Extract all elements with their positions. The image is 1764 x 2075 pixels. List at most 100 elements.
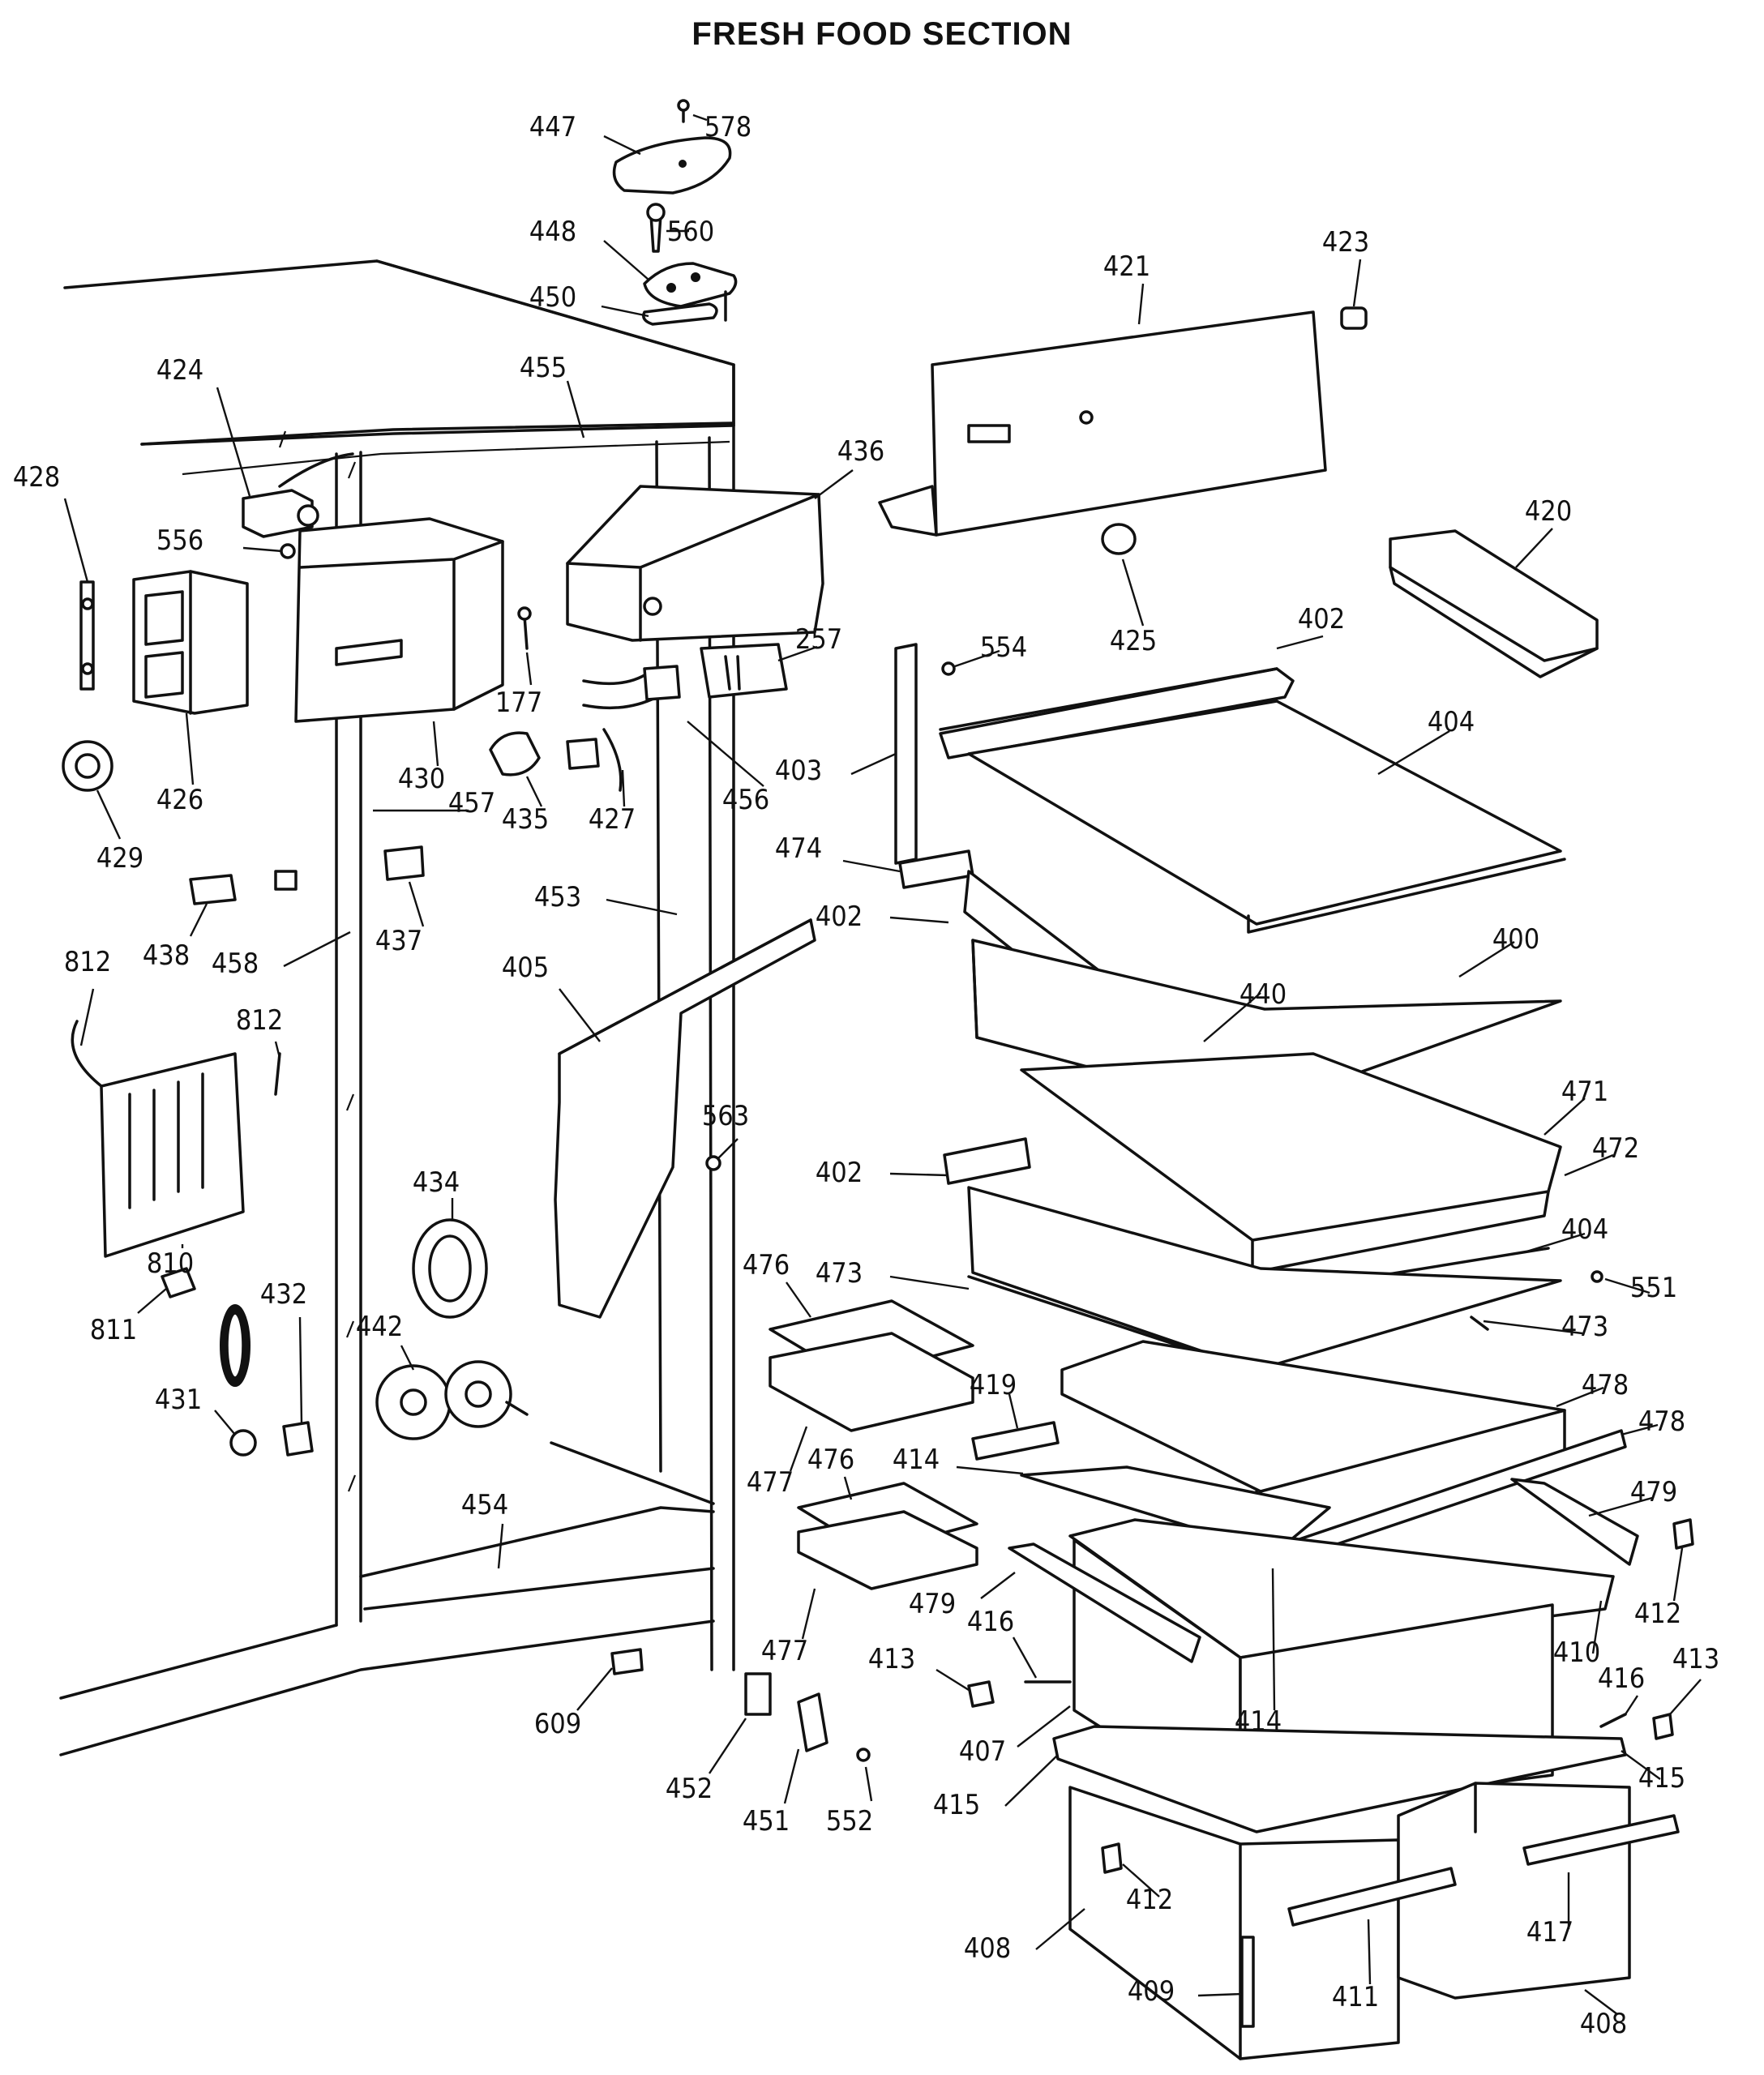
leader-line-451 xyxy=(783,1748,800,1804)
part-609-clip xyxy=(610,1648,644,1675)
callout-416: 416 xyxy=(967,1606,1014,1638)
leader-line-402 xyxy=(1276,635,1324,650)
leader-line-257 xyxy=(777,645,818,662)
callout-412: 412 xyxy=(1634,1598,1681,1630)
leader-line-554 xyxy=(954,649,1000,668)
leader-line-454 xyxy=(497,1523,504,1569)
part-409-label xyxy=(1240,1936,1255,2028)
leader-line-476 xyxy=(843,1476,853,1500)
part-402-shelf-rail-top xyxy=(939,667,1278,731)
callout-426: 426 xyxy=(156,784,203,816)
leader-line-403 xyxy=(850,752,897,776)
callout-413: 413 xyxy=(868,1643,915,1675)
callout-415: 415 xyxy=(933,1789,980,1821)
callout-419: 419 xyxy=(970,1369,1017,1401)
callout-402: 402 xyxy=(1298,603,1345,635)
callout-442: 442 xyxy=(356,1311,403,1343)
leader-line-414 xyxy=(1271,1568,1276,1711)
callout-438: 438 xyxy=(143,939,190,972)
part-554-screw xyxy=(941,661,956,676)
leader-line-578 xyxy=(692,113,708,122)
leader-line-473 xyxy=(889,1275,970,1290)
part-435-connector xyxy=(489,731,541,777)
leader-line-400 xyxy=(1458,940,1515,978)
leader-line-478 xyxy=(1556,1386,1604,1408)
callout-556: 556 xyxy=(156,524,203,557)
callout-430: 430 xyxy=(398,763,445,795)
callout-455: 455 xyxy=(520,352,567,384)
part-552-screw xyxy=(856,1748,871,1762)
leader-line-458 xyxy=(283,931,351,968)
part-438-light-switch xyxy=(189,874,237,905)
part-811-thermostat xyxy=(161,1267,196,1298)
leader-line-479 xyxy=(980,1572,1016,1599)
callout-407: 407 xyxy=(959,1735,1006,1768)
leader-line-404 xyxy=(1523,1232,1586,1254)
callout-405: 405 xyxy=(502,952,549,984)
leader-line-402 xyxy=(889,916,949,924)
callout-477: 477 xyxy=(747,1466,794,1499)
part-434-light-shield xyxy=(412,1218,488,1319)
callout-440: 440 xyxy=(1240,978,1287,1011)
callout-403: 403 xyxy=(775,755,822,787)
callout-474: 474 xyxy=(775,832,822,865)
leader-line-411 xyxy=(1367,1919,1372,1985)
part-431-bushing xyxy=(229,1429,257,1457)
callout-476: 476 xyxy=(807,1444,854,1476)
part-442-control-assembly xyxy=(375,1360,529,1440)
part-412-bracket-right xyxy=(1672,1518,1694,1550)
part-419-rail xyxy=(971,1421,1060,1461)
part-563-screw xyxy=(705,1155,721,1171)
part-404-shelf-lower xyxy=(967,1186,1562,1371)
leader-line-552 xyxy=(864,1766,873,1802)
part-560-screw xyxy=(646,203,666,253)
callout-414: 414 xyxy=(1235,1705,1282,1738)
callout-810: 810 xyxy=(147,1247,194,1280)
leader-line-408 xyxy=(1035,1908,1085,1950)
callout-450: 450 xyxy=(529,281,576,314)
part-421-control-panel xyxy=(878,310,1327,537)
leader-line-472 xyxy=(1564,1153,1614,1177)
callout-454: 454 xyxy=(461,1489,508,1521)
part-408-drawer-left xyxy=(1068,1786,1400,2060)
leader-line-428 xyxy=(63,498,89,583)
leader-line-436 xyxy=(814,469,854,499)
callout-413: 413 xyxy=(1672,1643,1719,1675)
callout-452: 452 xyxy=(666,1773,713,1805)
part-452-plate xyxy=(744,1672,772,1716)
callout-412: 412 xyxy=(1126,1884,1173,1916)
cabinet-liner xyxy=(59,259,735,1756)
leader-line-419 xyxy=(1008,1393,1019,1429)
callout-478: 478 xyxy=(1638,1405,1685,1438)
leader-line-471 xyxy=(1544,1097,1586,1136)
leader-line-407 xyxy=(1017,1705,1071,1748)
part-477-tray-upper xyxy=(769,1332,974,1432)
part-479-slide-left xyxy=(1008,1542,1201,1663)
part-429-knob xyxy=(62,740,113,792)
leader-line-447 xyxy=(603,135,641,156)
leader-line-438 xyxy=(189,903,208,937)
part-177-screw xyxy=(517,606,532,650)
callout-423: 423 xyxy=(1322,226,1369,259)
leader-line-811 xyxy=(137,1288,167,1314)
callout-812: 812 xyxy=(236,1004,283,1037)
leader-line-404 xyxy=(1377,729,1450,776)
callout-431: 431 xyxy=(155,1384,202,1416)
callout-477: 477 xyxy=(761,1635,808,1667)
leader-line-450 xyxy=(601,305,649,318)
part-424-damper-motor xyxy=(242,452,354,538)
part-413-bracket-left xyxy=(967,1680,995,1708)
leader-line-415 xyxy=(1004,1754,1059,1807)
callout-448: 448 xyxy=(529,216,576,248)
callout-447: 447 xyxy=(529,111,576,143)
callout-404: 404 xyxy=(1561,1213,1608,1246)
part-430-control-housing xyxy=(294,517,504,723)
part-556-screw xyxy=(280,543,296,559)
part-551-screw xyxy=(1591,1270,1603,1283)
callout-437: 437 xyxy=(375,925,422,957)
callout-471: 471 xyxy=(1561,1076,1608,1108)
leader-line-427 xyxy=(621,769,626,807)
callout-457: 457 xyxy=(448,787,495,819)
leader-line-405 xyxy=(559,988,601,1042)
